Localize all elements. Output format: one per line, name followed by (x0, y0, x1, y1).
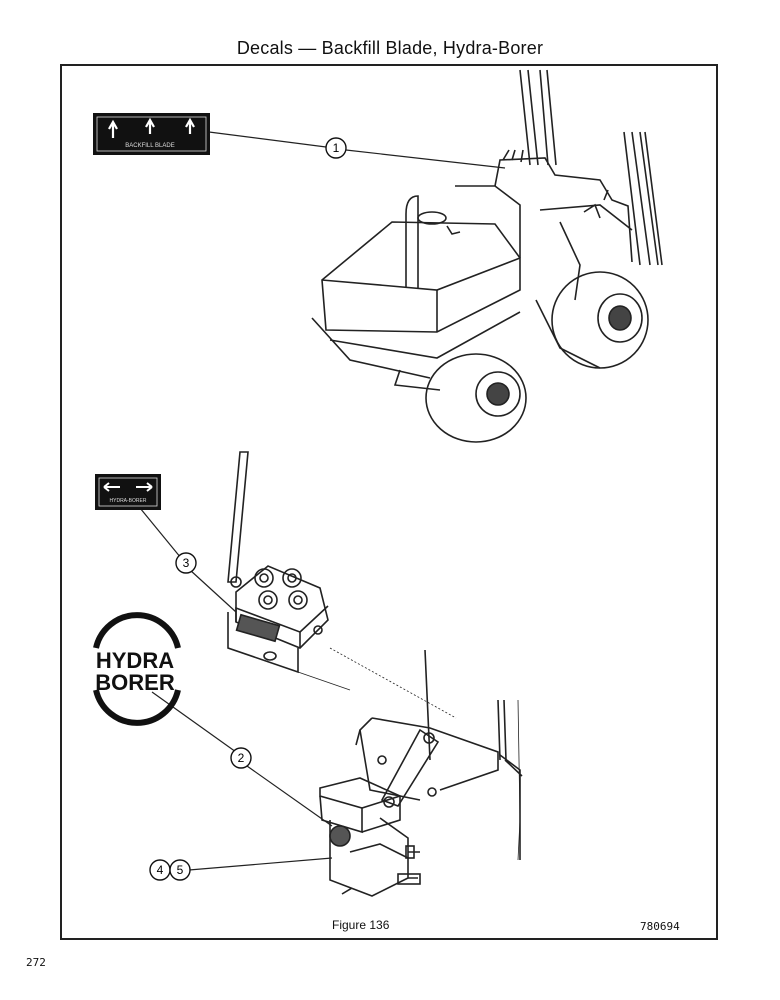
hydra-borer-drawing (319, 649, 523, 897)
backfill-blade-decal-text: BACKFILL BLADE (125, 143, 174, 149)
page-title: Decals — Backfill Blade, Hydra-Borer (236, 38, 544, 58)
page-number: 272 (26, 956, 46, 969)
hydra-borer-control-decal-text: HYDRA-BORER (110, 498, 147, 504)
figure-number: 780694 (640, 920, 680, 933)
figure-caption: Figure 136 (332, 918, 390, 932)
control-valve-drawing (227, 451, 457, 719)
callout-5: 5 (169, 859, 191, 881)
callout-4: 4 (149, 859, 171, 881)
logo-line-2: BORER (95, 670, 175, 695)
hydra-borer-control-decal: HYDRA-BORER (95, 474, 161, 510)
callout-5-label: 5 (177, 863, 184, 877)
callout-2: 2 (230, 747, 252, 769)
callout-4-label: 4 (157, 863, 164, 877)
hydra-borer-logo-decal: HYDRA BORER (93, 612, 181, 726)
leader-lines (139, 131, 506, 871)
figure-frame (60, 64, 718, 940)
callout-2-label: 2 (238, 751, 245, 765)
callout-3-label: 3 (183, 556, 190, 570)
callout-1-label: 1 (333, 141, 340, 155)
callout-1: 1 (325, 137, 347, 159)
logo-line-1: HYDRA (96, 648, 174, 673)
backfill-blade-decal: BACKFILL BLADE (93, 113, 210, 155)
tractor-drawing (311, 69, 663, 443)
callout-3: 3 (175, 552, 197, 574)
